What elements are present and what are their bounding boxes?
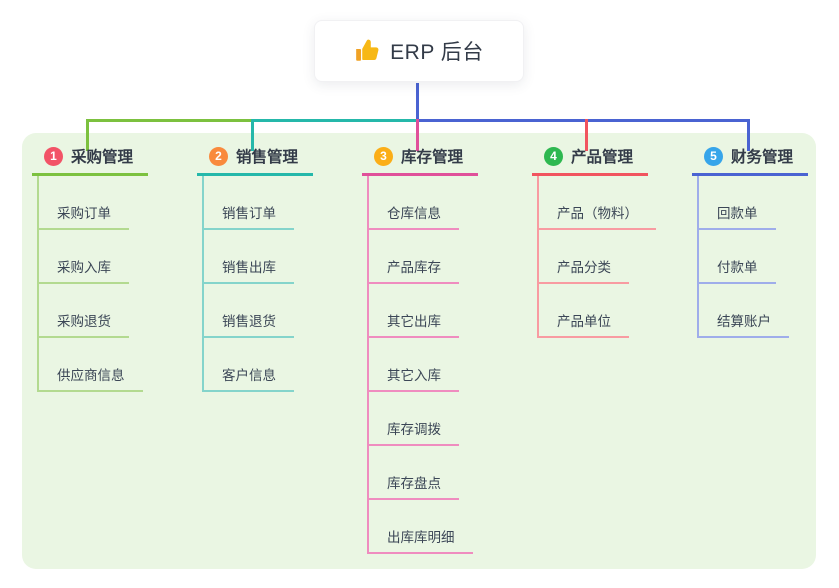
badge-1: 1 [44, 146, 63, 166]
node-supplier-info[interactable]: 供应商信息 [37, 364, 143, 392]
node-purchase-inbound[interactable]: 采购入库 [37, 256, 129, 284]
badge-5: 5 [704, 146, 723, 166]
branch-finance: 5 财务管理 回款单 付款单 结算账户 [692, 145, 808, 338]
node-customer-info[interactable]: 客户信息 [202, 364, 294, 392]
root-node-erp-backend[interactable]: ERP 后台 [314, 20, 524, 82]
connector-drop-inventory [416, 119, 419, 151]
node-product-stock[interactable]: 产品库存 [367, 256, 459, 284]
branch-children: 采购订单 采购入库 采购退货 供应商信息 [37, 176, 143, 392]
branch-header-product[interactable]: 4 产品管理 [532, 145, 648, 176]
node-purchase-order[interactable]: 采购订单 [37, 202, 129, 230]
connector-drop-purchase [86, 119, 89, 151]
branch-header-purchase[interactable]: 1 采购管理 [32, 145, 148, 176]
branch-label: 采购管理 [71, 149, 134, 166]
node-outbound-details[interactable]: 出库库明细 [367, 526, 473, 554]
connector-drop-sales [251, 119, 254, 151]
node-warehouse-info[interactable]: 仓库信息 [367, 202, 459, 230]
node-other-outbound[interactable]: 其它出库 [367, 310, 459, 338]
connector-drop-finance [747, 119, 750, 151]
connector-bus-finance [416, 119, 750, 122]
branch-header-sales[interactable]: 2 销售管理 [197, 145, 313, 176]
branch-inventory: 3 库存管理 仓库信息 产品库存 其它出库 其它入库 库存调拨 库存盘点 出库库… [362, 145, 478, 554]
node-product-category[interactable]: 产品分类 [537, 256, 629, 284]
branch-label: 产品管理 [571, 149, 634, 166]
branch-header-inventory[interactable]: 3 库存管理 [362, 145, 478, 176]
branches-panel [22, 133, 816, 569]
node-stock-transfer[interactable]: 库存调拨 [367, 418, 459, 446]
connector-bus-purchase [86, 119, 254, 122]
node-settlement-account[interactable]: 结算账户 [697, 310, 789, 338]
node-purchase-return[interactable]: 采购退货 [37, 310, 129, 338]
branch-purchase: 1 采购管理 采购订单 采购入库 采购退货 供应商信息 [32, 145, 148, 392]
badge-3: 3 [374, 146, 393, 166]
badge-4: 4 [544, 146, 563, 166]
branch-children: 回款单 付款单 结算账户 [697, 176, 789, 338]
node-sales-outbound[interactable]: 销售出库 [202, 256, 294, 284]
node-product-unit[interactable]: 产品单位 [537, 310, 629, 338]
thumbs-up-icon [354, 38, 380, 64]
node-stock-taking[interactable]: 库存盘点 [367, 472, 459, 500]
branch-children: 产品（物料） 产品分类 产品单位 [537, 176, 656, 338]
branch-label: 库存管理 [401, 149, 464, 166]
branch-product: 4 产品管理 产品（物料） 产品分类 产品单位 [532, 145, 656, 338]
node-receipt-bill[interactable]: 回款单 [697, 202, 776, 230]
badge-2: 2 [209, 146, 228, 166]
connector-root-stem [416, 83, 419, 122]
branch-sales: 2 销售管理 销售订单 销售出库 销售退货 客户信息 [197, 145, 313, 392]
branch-children: 销售订单 销售出库 销售退货 客户信息 [202, 176, 294, 392]
node-sales-return[interactable]: 销售退货 [202, 310, 294, 338]
branch-label: 财务管理 [731, 149, 794, 166]
node-other-inbound[interactable]: 其它入库 [367, 364, 459, 392]
branch-label: 销售管理 [236, 149, 299, 166]
node-product-material[interactable]: 产品（物料） [537, 202, 656, 230]
root-title: ERP 后台 [390, 41, 484, 64]
connector-bus-sales [254, 119, 419, 122]
node-payment-bill[interactable]: 付款单 [697, 256, 776, 284]
node-sales-order[interactable]: 销售订单 [202, 202, 294, 230]
branch-header-finance[interactable]: 5 财务管理 [692, 145, 808, 176]
branch-children: 仓库信息 产品库存 其它出库 其它入库 库存调拨 库存盘点 出库库明细 [367, 176, 473, 554]
connector-drop-product [585, 119, 588, 151]
